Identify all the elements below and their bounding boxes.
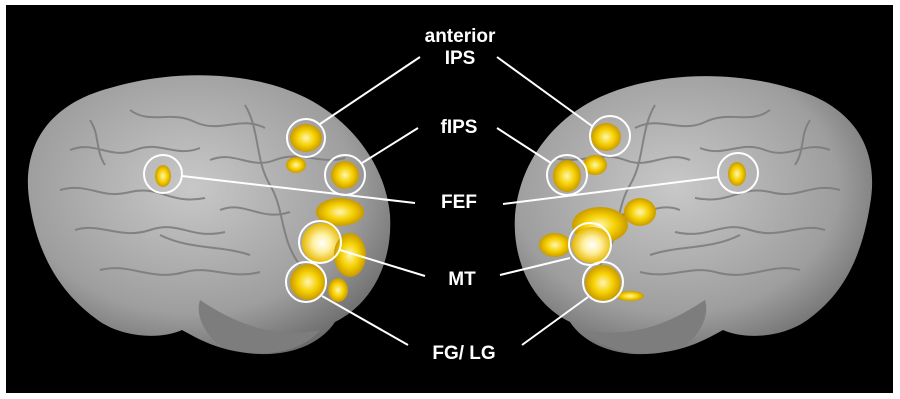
left-anterior-ips-blob: [290, 124, 322, 152]
right-fef-blob: [728, 162, 746, 186]
line-left-anterior-ips: [320, 57, 420, 124]
label-anterior-line2: IPS: [425, 48, 496, 70]
right-frontal-patch: [624, 198, 656, 226]
left-ips-patch: [286, 157, 306, 173]
right-fg-lg-blob: [585, 265, 621, 301]
left-ventral-patch: [328, 278, 348, 302]
right-fips-blob: [553, 160, 581, 192]
label-fips: fIPS: [441, 117, 478, 139]
right-occipital-cluster: [539, 233, 571, 257]
label-anterior-ips: anterior IPS: [425, 26, 496, 70]
left-fips-blob: [331, 161, 359, 189]
line-right-anterior-ips: [497, 57, 592, 126]
label-anterior-line1: anterior: [425, 26, 496, 48]
label-mt: MT: [448, 269, 475, 291]
right-anterior-ips-blob: [591, 123, 621, 151]
left-occipital-cluster: [334, 233, 366, 277]
label-fef: FEF: [441, 192, 477, 214]
label-fg-lg: FG/ LG: [432, 343, 495, 365]
line-left-fips: [362, 128, 418, 163]
left-fef-blob: [155, 165, 171, 187]
